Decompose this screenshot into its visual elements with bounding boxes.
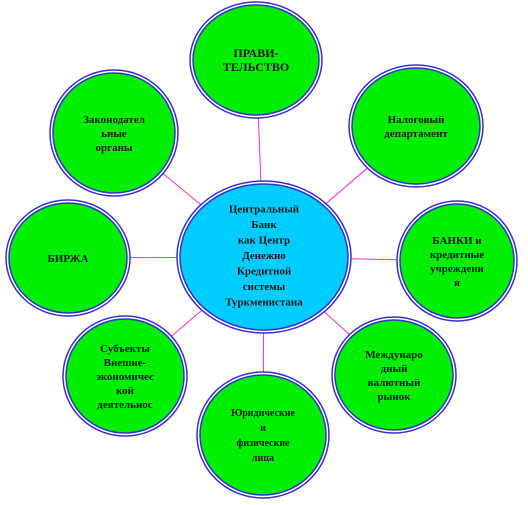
node-banks-text-line: кредитные [430, 249, 484, 261]
node-banks-fill [399, 203, 515, 319]
node-legal-entities-fill [199, 374, 327, 496]
node-foreign-trade-subjects-text-line: экономичес [96, 371, 154, 383]
node-banks[interactable]: БАНКИ и кредитные учреждени я [396, 200, 518, 322]
central-bank-text-line: Кредитной [237, 265, 292, 277]
node-government-fill [192, 4, 320, 116]
node-exchange[interactable]: БИРЖА [5, 199, 131, 317]
node-international-market-text-line: Междунаро [365, 349, 423, 361]
node-banks-text-line: БАНКИ и [432, 235, 482, 247]
central-bank-text-line: как Центр [238, 234, 290, 246]
node-international-market-text-line: валютный [368, 377, 421, 389]
node-legal-entities-text-line: и [260, 423, 266, 434]
node-tax-department-text-line: департамент [384, 128, 448, 140]
node-international-market-text-line: дный [381, 363, 408, 375]
node-tax-department-fill [351, 67, 481, 185]
node-legal-entities-text-line: лица [252, 453, 274, 464]
node-government[interactable]: ПРАВИ-ТЕЛЬСТВО [189, 1, 323, 119]
connectors [129, 117, 398, 373]
central-bank-text-line: Банк [251, 219, 277, 231]
node-banks-text-line: учреждени [430, 263, 484, 275]
node-government-text-line: ТЕЛЬСТВО [223, 60, 289, 74]
node-exchange-fill [8, 202, 128, 314]
node-legislative-bodies-text-line: органы [95, 142, 132, 154]
node-legal-entities-text-line: Юридические [231, 408, 296, 419]
connector-foreign-trade-subjects [171, 309, 203, 337]
connector-tax-department [325, 167, 368, 205]
node-foreign-trade-subjects-text-line: кой [116, 385, 135, 397]
node-legal-entities[interactable]: Юридические и физические лица [196, 371, 330, 499]
central-bank-text-line: Центральный [229, 203, 300, 215]
node-legislative-bodies-text-line: Законодател [83, 114, 145, 126]
connector-banks [350, 258, 398, 261]
connector-government [257, 117, 262, 182]
node-foreign-trade-subjects-text-line: Субъекты [100, 343, 150, 355]
node-international-market-text-line: рынок [378, 391, 412, 403]
node-exchange-text-line: БИРЖА [48, 253, 89, 265]
node-foreign-trade-subjects-fill [65, 318, 185, 434]
central-bank-text-line: Туркменистана [225, 296, 303, 308]
node-banks-text-line: я [454, 277, 460, 289]
connector-legislative-bodies [162, 173, 202, 206]
node-legislative-bodies-fill [52, 72, 176, 194]
node-legislative-bodies-text-line: ьные [101, 128, 127, 140]
node-international-market[interactable]: Междунаро дный валютный рынок [331, 316, 457, 434]
node-tax-department-text-line: Налоговый [388, 114, 445, 126]
node-legislative-bodies[interactable]: Законодател ьные органы [49, 69, 179, 197]
connector-international-market [323, 311, 350, 335]
central-bank-text-line: Денежно [242, 250, 286, 262]
node-foreign-trade-subjects-text-line: Внешне- [104, 357, 147, 369]
central-bank-text-line: системы [243, 281, 286, 293]
node-legal-entities-text-line: физические [236, 438, 290, 449]
node-foreign-trade-subjects-text-line: деятельнос [97, 399, 153, 411]
satellite-nodes: ПРАВИ-ТЕЛЬСТВО Налоговый департаментБАНКИ … [5, 1, 518, 499]
central-bank-fill [179, 183, 349, 331]
node-tax-department[interactable]: Налоговый департамент [348, 64, 484, 188]
node-international-market-fill [334, 319, 454, 431]
node-government-text-line: ПРАВИ- [233, 46, 278, 60]
